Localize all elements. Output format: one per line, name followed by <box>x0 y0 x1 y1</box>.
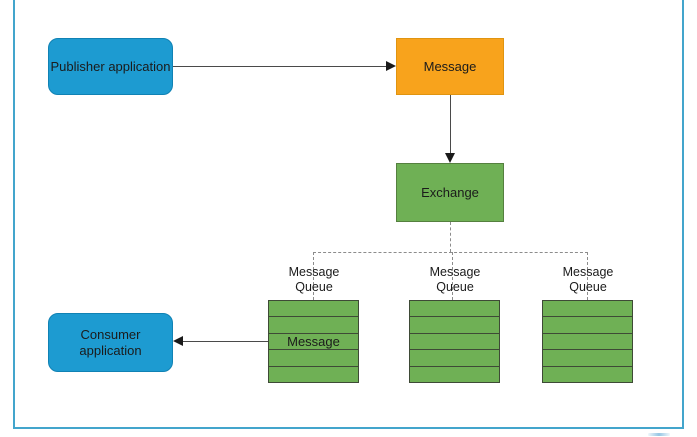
message-queue-2 <box>409 300 500 383</box>
queue2-slot <box>410 367 499 382</box>
message-queue-1: Message <box>268 300 359 383</box>
queue3-slot <box>543 350 632 367</box>
queue1-slot <box>269 301 358 318</box>
publisher-application-node: Publisher application <box>48 38 173 95</box>
queue2-slot <box>410 334 499 351</box>
queue1-slot <box>269 367 358 382</box>
queue3-slot <box>543 334 632 351</box>
queue1-slot <box>269 350 358 367</box>
message-to-exchange-arrowhead-icon <box>445 153 455 163</box>
message-queue-3 <box>542 300 633 383</box>
exchange-label: Exchange <box>421 184 479 200</box>
consumer-application-label: Consumer application <box>79 326 142 358</box>
watermark-fragment <box>648 433 670 436</box>
fanout-drop-queue3-dashed-line <box>587 252 588 300</box>
queue3-slot <box>543 317 632 334</box>
queue3-slot <box>543 367 632 382</box>
queue-to-consumer-line <box>183 341 268 342</box>
exchange-fanout-stem-dashed-line <box>450 222 451 252</box>
message-node: Message <box>396 38 504 95</box>
queue2-title: Message Queue <box>429 265 481 294</box>
slide-frame <box>13 0 684 429</box>
queue1-message-slot: Message <box>269 334 358 351</box>
exchange-fanout-horizontal-dashed-line <box>313 252 588 253</box>
publisher-application-label: Publisher application <box>50 58 171 74</box>
queue-to-consumer-arrowhead-icon <box>173 336 183 346</box>
fanout-drop-queue2-dashed-line <box>452 252 453 300</box>
consumer-application-node: Consumer application <box>48 313 173 372</box>
fanout-drop-queue1-dashed-line <box>313 252 314 300</box>
queue1-slot <box>269 317 358 334</box>
message-to-exchange-line <box>450 95 451 154</box>
queue3-slot <box>543 301 632 318</box>
queue2-slot <box>410 301 499 318</box>
queue2-slot <box>410 350 499 367</box>
queue3-title: Message Queue <box>562 265 614 294</box>
exchange-node: Exchange <box>396 163 504 222</box>
queue1-title: Message Queue <box>288 265 340 294</box>
publisher-to-message-arrowhead-icon <box>386 61 396 71</box>
publisher-to-message-line <box>173 66 387 67</box>
message-label: Message <box>423 58 477 74</box>
queue2-slot <box>410 317 499 334</box>
